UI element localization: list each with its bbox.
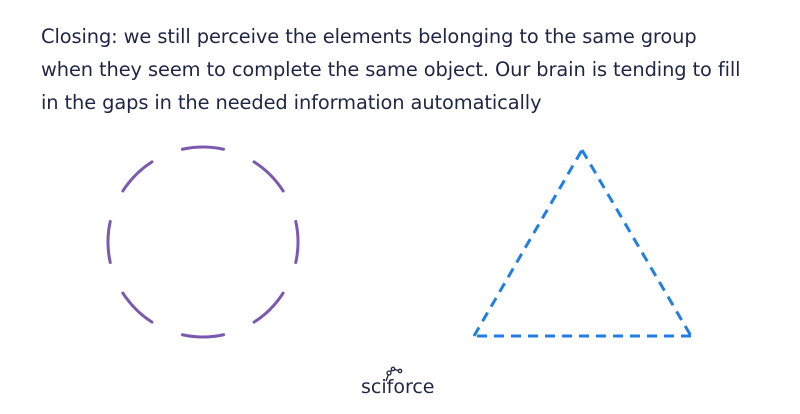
dashed-triangle [472,149,693,338]
molecule-icon [385,366,403,382]
description-line-1: Closing: we still perceive the elements … [41,25,697,48]
description-line-2: when they seem to complete the same obje… [41,58,741,81]
circle-arc-segment [106,219,112,265]
circle-arc-segment [294,219,300,265]
circle-arc-segment [252,160,285,193]
brand-name: sciforce [361,376,435,398]
triangle-left-edge [472,149,584,337]
circle-arc-segment [121,160,154,193]
principle-description: Closing: we still perceive the elements … [41,20,771,119]
circle-arc-segment [180,333,226,339]
circle-arc-segment [180,145,226,151]
triangle-right-edge [580,149,693,337]
dashed-circle [106,145,300,339]
description-line-3: in the gaps in the needed information au… [41,91,542,114]
circle-arc-segment [252,291,285,324]
circle-arc-segment [121,291,154,324]
sciforce-logo: sciforce [355,360,445,404]
